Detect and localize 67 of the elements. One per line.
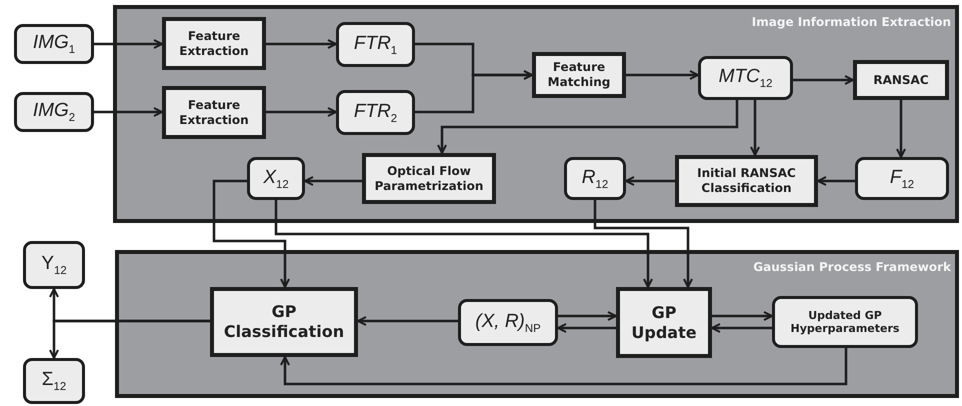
process-label: RANSAC	[873, 72, 929, 88]
process-box	[616, 287, 712, 358]
variable-label: FTR$_{1}$	[354, 32, 398, 56]
variable-label: FTR$_{2}$	[354, 100, 398, 124]
variable-label: Y$_{12}$	[41, 253, 67, 277]
data-box	[247, 157, 305, 200]
panel-title: Image Information Extraction	[752, 15, 951, 29]
arrow	[711, 323, 772, 333]
process-label: GP Update	[630, 302, 698, 342]
variable-label: MTC$_{12}$	[718, 66, 772, 90]
data-box	[23, 358, 85, 404]
data-box	[772, 296, 918, 348]
arrow	[266, 107, 337, 117]
arrow	[94, 107, 163, 117]
process-box	[162, 17, 266, 70]
data-box	[698, 56, 793, 100]
variable-label: Σ$_{12}$	[42, 369, 66, 393]
data-box	[14, 24, 94, 64]
variable-label: Updated GP Hyperparameters	[790, 309, 900, 335]
panel-title: Gaussian Process Framework	[753, 260, 951, 274]
data-box	[855, 157, 949, 200]
data-box	[458, 299, 558, 346]
data-box	[23, 241, 85, 289]
process-box	[675, 155, 818, 207]
data-box	[564, 157, 626, 200]
arrow	[266, 39, 337, 49]
arrow	[280, 348, 848, 386]
arrow	[94, 39, 163, 49]
arrow	[594, 200, 693, 288]
arrow	[712, 311, 773, 321]
data-box	[14, 92, 94, 132]
arrow	[304, 176, 362, 186]
arrow	[817, 176, 855, 186]
process-label: Feature Extraction	[178, 28, 250, 58]
arrow	[793, 75, 854, 85]
arrow	[357, 316, 458, 326]
arrow	[49, 320, 210, 359]
process-label: Optical Flow Parametrization	[374, 164, 484, 194]
variable-label: (X, R)$_{NP}$	[475, 310, 541, 334]
arrow	[896, 100, 906, 158]
arrow	[558, 311, 617, 321]
process-box	[853, 60, 949, 100]
process-box	[532, 52, 626, 98]
arrow	[625, 176, 675, 186]
panel	[115, 250, 959, 398]
arrow	[557, 323, 616, 333]
variable-label: X$_{12}$	[263, 166, 289, 190]
panel	[113, 5, 959, 223]
process-label: Feature Matching	[546, 60, 612, 90]
variable-label: IMG$_{2}$	[32, 100, 76, 124]
variable-label: IMG$_{1}$	[32, 32, 76, 56]
data-box	[336, 22, 415, 67]
variable-label: F$_{12}$	[890, 166, 914, 190]
process-box	[362, 153, 496, 204]
process-box	[210, 287, 358, 357]
process-label: Feature Extraction	[178, 98, 250, 128]
variable-label: R$_{12}$	[582, 166, 608, 190]
arrow	[437, 100, 738, 154]
process-box	[162, 86, 266, 139]
arrow	[212, 180, 290, 288]
arrow	[626, 70, 699, 80]
data-box	[336, 90, 415, 135]
arrow	[750, 100, 760, 156]
arrow	[274, 200, 653, 288]
arrow	[415, 70, 533, 114]
process-label: GP Classification	[222, 302, 346, 342]
process-label: Initial RANSAC Classification	[696, 166, 797, 196]
